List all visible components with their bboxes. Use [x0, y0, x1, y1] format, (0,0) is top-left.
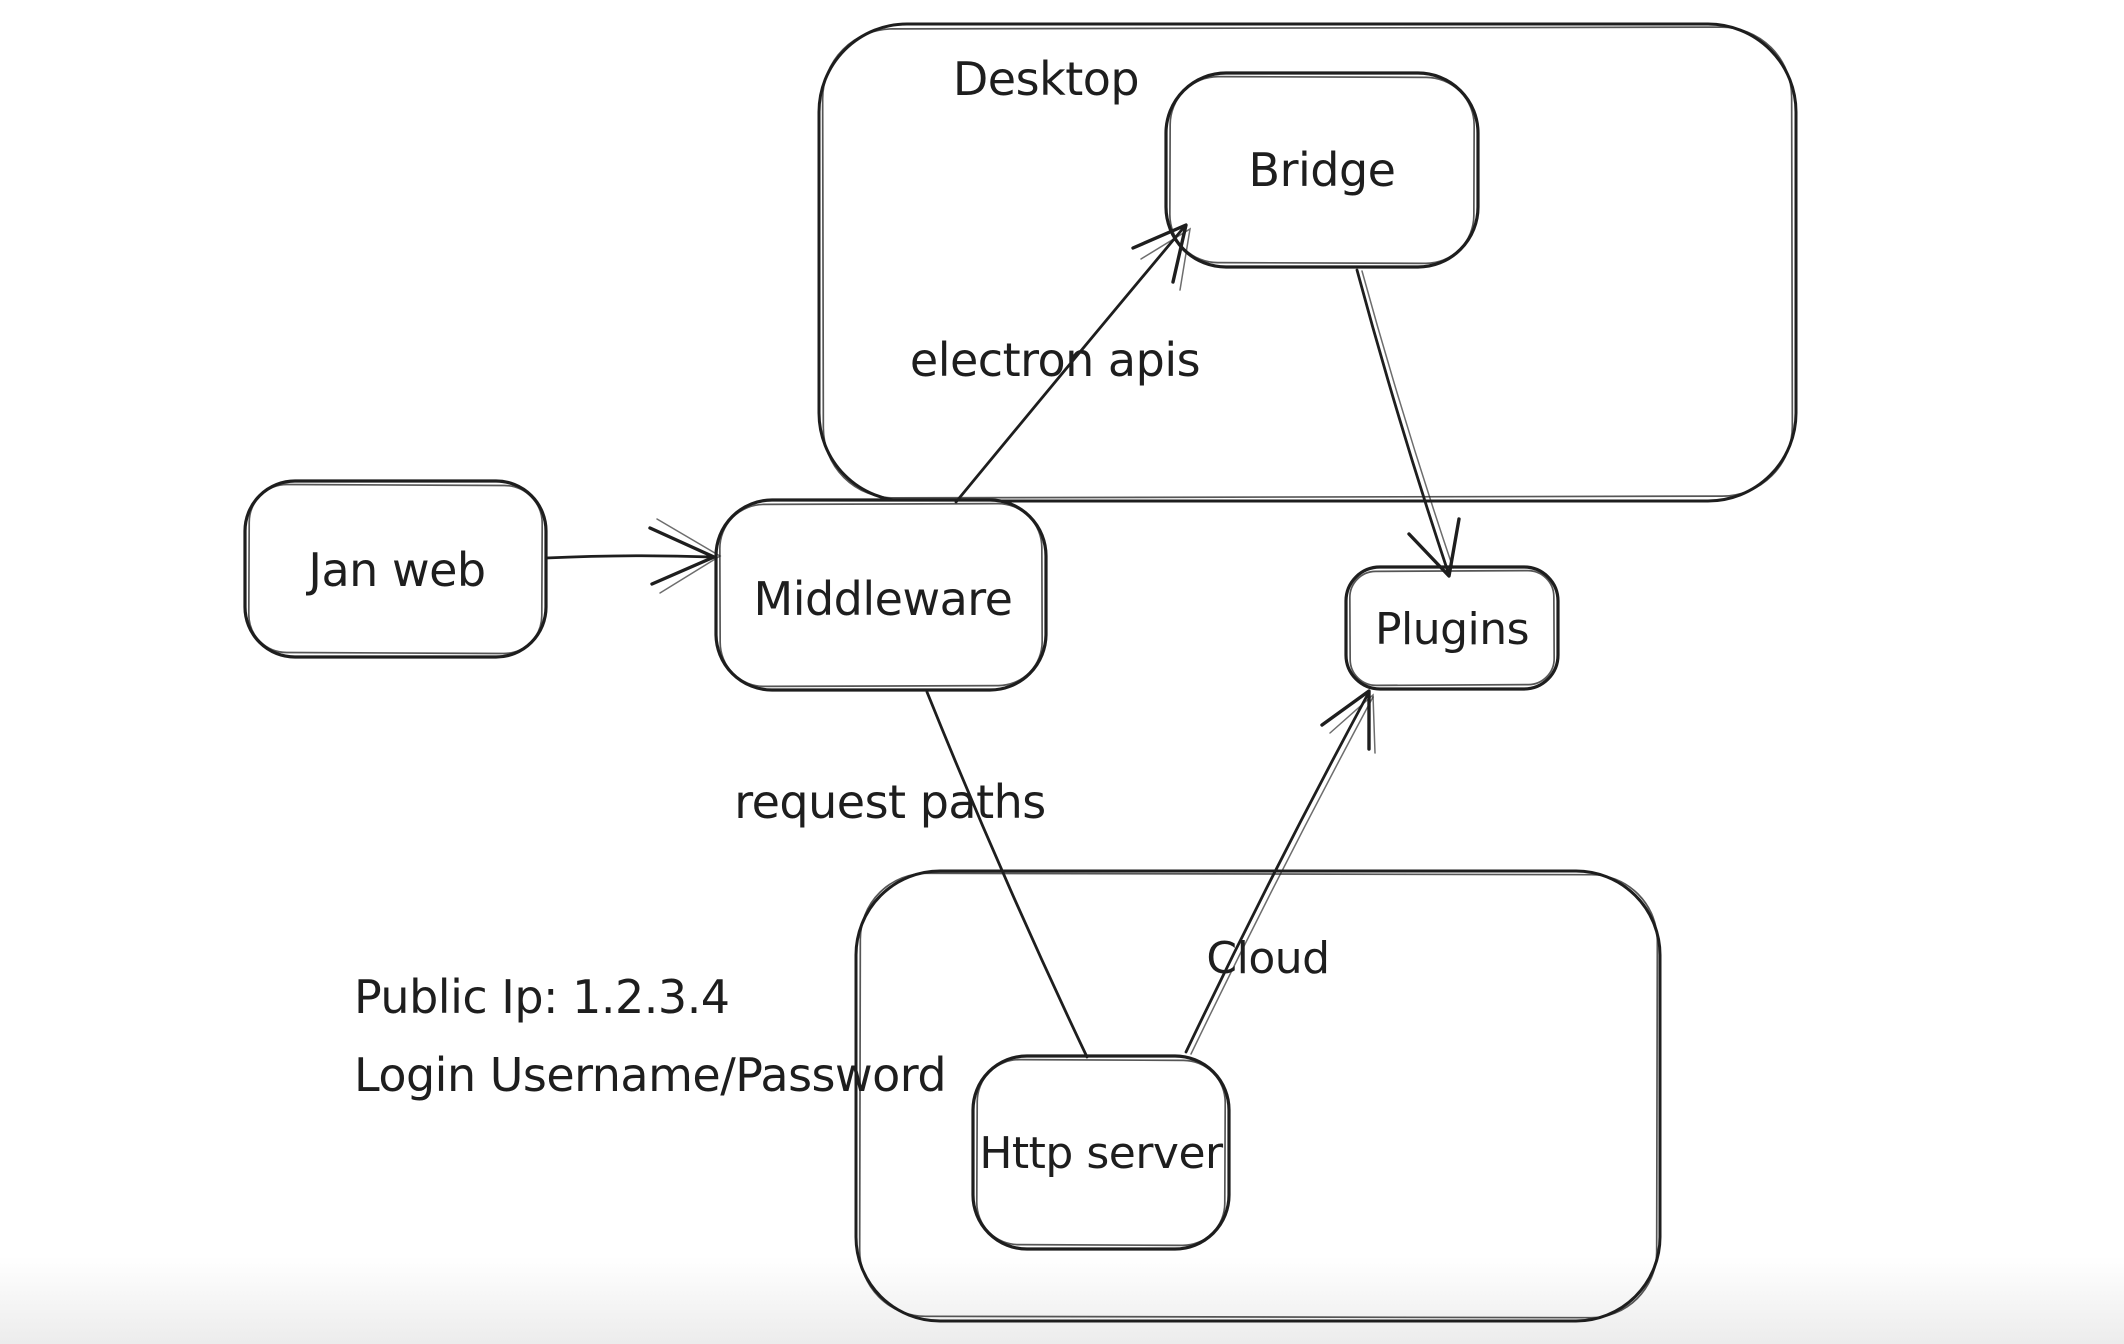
edge-bridge-to-plugins[interactable] [1355, 268, 1461, 578]
edge-label-electron-apis: electron apis [910, 333, 1200, 387]
container-cloud[interactable]: Cloud [854, 869, 1662, 1323]
jan-web-shape-echo [247, 483, 544, 655]
bridge-label: Bridge [1249, 143, 1396, 197]
edge-line [954, 224, 1187, 504]
bridge-shape [1164, 71, 1480, 269]
edge-line [1355, 268, 1451, 577]
jan-web-label: Jan web [305, 543, 485, 597]
edge-middleware-to-bridge[interactable]: electron apis [910, 223, 1201, 504]
edge-jan-web-to-middleware[interactable] [544, 518, 722, 594]
http-server-shape [971, 1054, 1231, 1251]
arrowhead-echo [1329, 693, 1376, 754]
jan-web-shape [243, 479, 548, 659]
http-server-shape-echo [975, 1058, 1227, 1247]
cloud-container-shape [854, 869, 1662, 1323]
container-desktop[interactable]: Desktop [817, 22, 1798, 503]
node-middleware[interactable]: Middleware [714, 498, 1048, 692]
arrowhead [1131, 223, 1188, 284]
cloud-container-shape-echo [858, 872, 1659, 1319]
annotation-note[interactable]: Public Ip: 1.2.3.4 Login Username/Passwo… [354, 970, 947, 1102]
arrowhead-echo [656, 518, 722, 594]
annotation-public-ip: Public Ip: 1.2.3.4 [354, 970, 730, 1024]
http-server-label: Http server [979, 1128, 1224, 1179]
middleware-shape [714, 498, 1048, 692]
node-jan-web[interactable]: Jan web [243, 479, 548, 659]
edge-label-request-paths: request paths [734, 775, 1046, 829]
middleware-shape-echo [718, 502, 1044, 688]
arrowhead-echo [1140, 227, 1192, 291]
node-plugins[interactable]: Plugins [1344, 565, 1560, 691]
middleware-label: Middleware [754, 572, 1013, 626]
bridge-shape-echo [1168, 75, 1476, 265]
edge-line-echo [1190, 696, 1374, 1055]
edge-line [544, 554, 714, 560]
node-bridge[interactable]: Bridge [1164, 71, 1480, 269]
edge-line [925, 690, 1089, 1059]
arrowhead [1407, 517, 1461, 578]
annotation-login: Login Username/Password [354, 1048, 946, 1102]
desktop-container-shape-echo [821, 26, 1794, 499]
edge-http-server-to-plugins[interactable] [1184, 689, 1376, 1055]
edge-line-echo [1361, 270, 1454, 569]
node-http-server[interactable]: Http server [971, 1054, 1231, 1251]
arrowhead [648, 526, 716, 586]
plugins-label: Plugins [1375, 604, 1529, 655]
cloud-container-label: Cloud [1206, 933, 1329, 984]
desktop-container-label: Desktop [953, 52, 1139, 106]
desktop-container-shape [817, 22, 1798, 503]
edge-line [1184, 690, 1371, 1054]
edge-middleware-to-http-server[interactable]: request paths [734, 690, 1089, 1059]
arrowhead [1320, 689, 1371, 751]
plugins-shape-echo [1348, 569, 1556, 687]
